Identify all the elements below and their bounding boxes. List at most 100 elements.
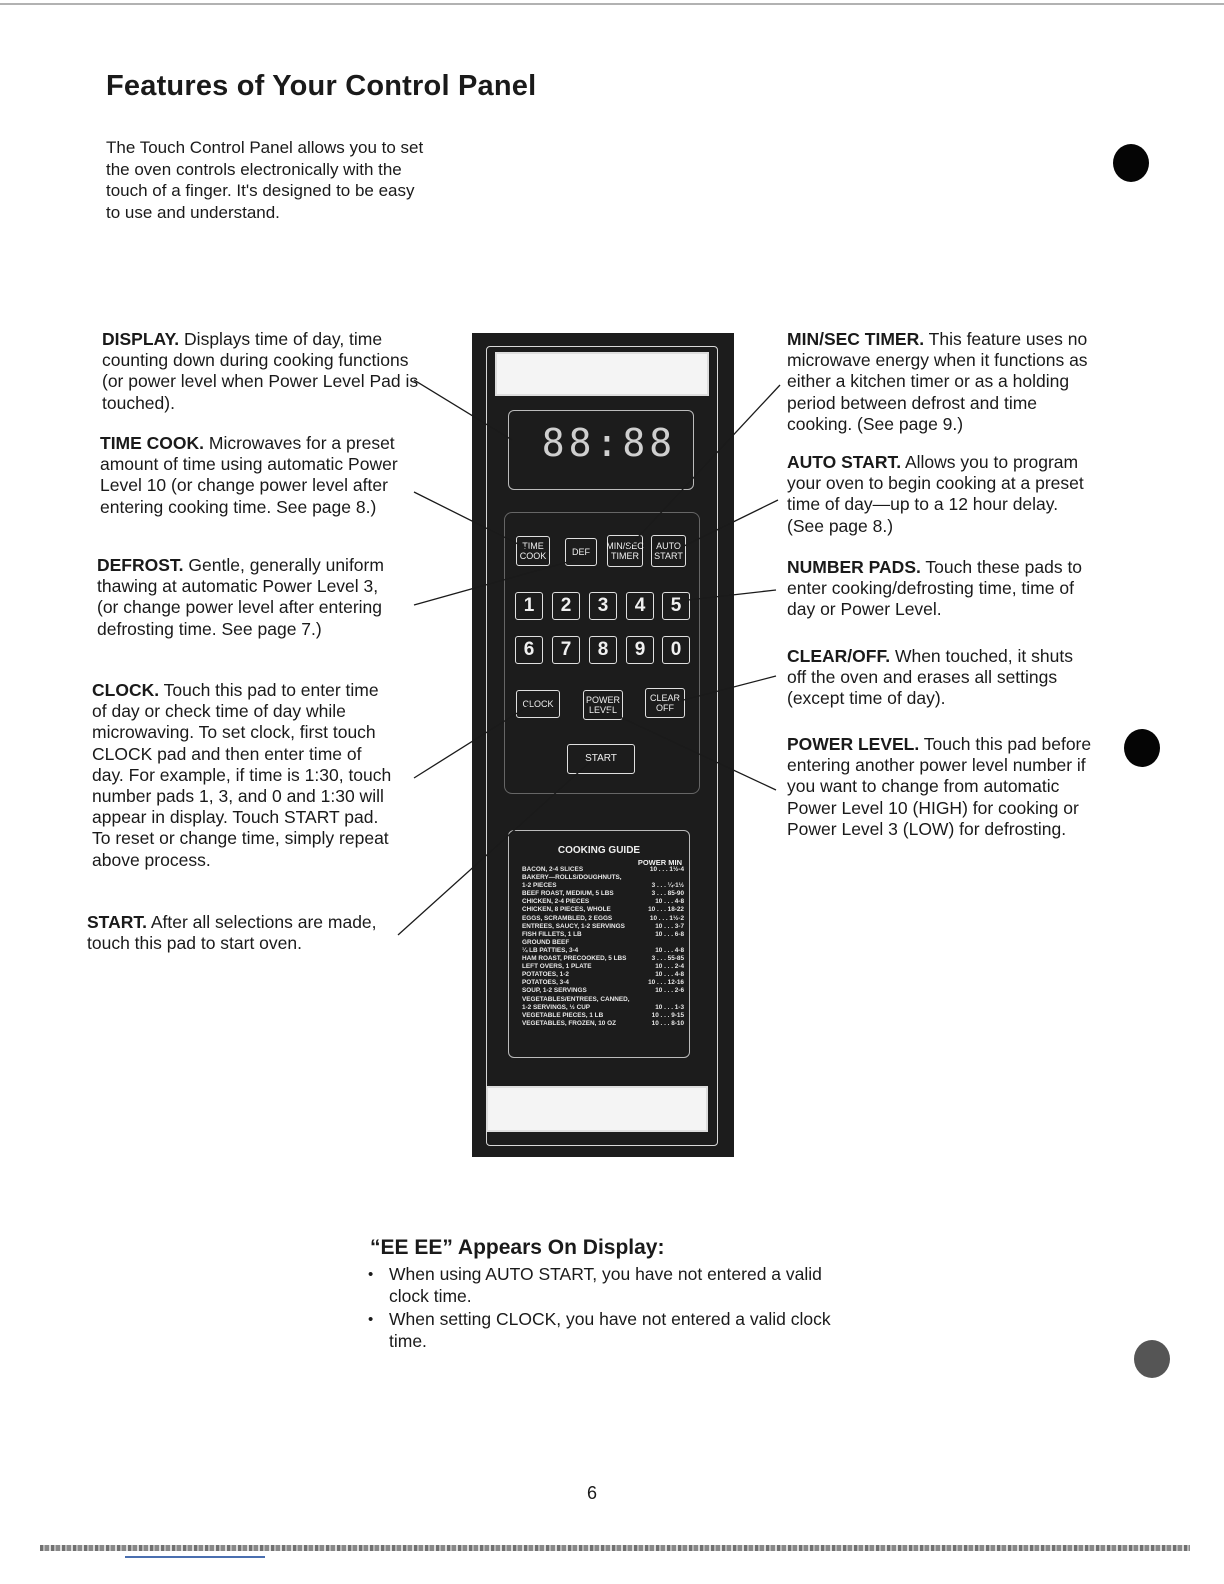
cooking-guide-row: VEGETABLES/ENTREES, CANNED, <box>522 996 684 1004</box>
cooking-guide-values: 10 . . . 2-6 <box>655 987 684 995</box>
cooking-guide-food: ENTREES, SAUCY, 1-2 SERVINGS <box>522 922 625 930</box>
callout-clear-off: CLEAR/OFF. When touched, it shuts off th… <box>787 646 1087 710</box>
callout-text: Gentle, generally uniform thawing at aut… <box>97 555 384 639</box>
cooking-guide-row: CHICKEN, 8 PIECES, WHOLE 10 . . . 18-22 <box>522 906 684 914</box>
ee-section-list: When using AUTO START, you have not ente… <box>366 1264 846 1354</box>
cooking-guide-food: CHICKEN, 2-4 PIECES <box>522 898 590 906</box>
cooking-guide-values: 10 . . . 18-22 <box>648 906 684 914</box>
ee-section-title: “EE EE” Appears On Display: <box>370 1236 665 1259</box>
cooking-guide-food: VEGETABLE PIECES, 1 LB <box>522 1011 604 1019</box>
cooking-guide-row: ENTREES, SAUCY, 1-2 SERVINGS 10 . . . 3-7 <box>522 923 684 931</box>
number-pad-3[interactable]: 3 <box>589 592 617 620</box>
number-pad-1[interactable]: 1 <box>515 592 543 620</box>
cooking-guide-values: 10 . . . 8-10 <box>651 1019 684 1027</box>
cooking-guide-values: 10 . . . 4-8 <box>655 946 684 954</box>
callout-heading: MIN/SEC TIMER. <box>787 329 925 349</box>
cooking-guide-row: GROUND BEEF <box>522 939 684 947</box>
callout-min-sec-timer: MIN/SEC TIMER. This feature uses no micr… <box>787 329 1102 435</box>
cooking-guide-values: 10 . . . 2-4 <box>655 963 684 971</box>
defrost-pad[interactable]: DEF <box>565 538 597 566</box>
cooking-guide-food: 1-2 SERVINGS, ½ CUP <box>522 1003 591 1011</box>
callout-heading: POWER LEVEL. <box>787 734 920 754</box>
punch-hole-bottom <box>1134 1340 1170 1378</box>
number-pad-9[interactable]: 9 <box>626 636 654 664</box>
bottom-accent-rule <box>125 1556 265 1558</box>
callout-heading: TIME COOK. <box>100 433 205 453</box>
callout-clock: CLOCK. Touch this pad to enter time of d… <box>92 680 398 871</box>
callout-time-cook: TIME COOK. Microwaves for a preset amoun… <box>100 433 400 518</box>
panel-bottom-window <box>486 1086 708 1132</box>
cooking-guide-food: POTATOES, 1-2 <box>522 971 569 979</box>
callout-heading: DISPLAY. <box>102 329 180 349</box>
ee-list-item: When using AUTO START, you have not ente… <box>366 1264 846 1307</box>
display-digits: 88:88 <box>541 421 677 465</box>
callout-display: DISPLAY. Displays time of day, time coun… <box>102 329 420 414</box>
cooking-guide-values: 10 . . . 9-15 <box>651 1011 684 1019</box>
number-pad-7[interactable]: 7 <box>552 636 580 664</box>
intro-paragraph: The Touch Control Panel allows you to se… <box>106 138 424 222</box>
cooking-guide-values: 10 . . . 1½-2 <box>649 914 684 922</box>
clock-pad[interactable]: CLOCK <box>516 690 560 718</box>
page-title: Features of Your Control Panel <box>106 70 537 102</box>
number-pad-4[interactable]: 4 <box>626 592 654 620</box>
bottom-scan-rule <box>40 1545 1190 1551</box>
number-pad-8[interactable]: 8 <box>589 636 617 664</box>
cooking-guide-food: BEEF ROAST, MEDIUM, 5 LBS <box>522 890 614 898</box>
cooking-guide-values: 10 . . . 4-8 <box>655 898 684 906</box>
number-pad-6[interactable]: 6 <box>515 636 543 664</box>
callout-defrost: DEFROST. Gentle, generally uniform thawi… <box>97 555 397 640</box>
min-sec-timer-pad[interactable]: MIN/SEC TIMER <box>606 535 644 567</box>
punch-hole-middle <box>1124 729 1160 767</box>
clear-off-pad[interactable]: CLEAR OFF <box>645 688 685 718</box>
cooking-guide-row: BEEF ROAST, MEDIUM, 5 LBS 3 . . . 85-90 <box>522 890 684 898</box>
cooking-guide-row: 1-2 SERVINGS, ½ CUP 10 . . . 1-3 <box>522 1004 684 1012</box>
cooking-guide-food: POTATOES, 3-4 <box>522 979 569 987</box>
start-pad[interactable]: START <box>567 744 635 774</box>
callout-text: When touched, it shuts off the oven and … <box>787 646 1073 709</box>
page-number: 6 <box>586 1483 597 1503</box>
callout-text: Microwaves for a preset amount of time u… <box>100 433 398 517</box>
cooking-guide-values: 10 . . . 1-3 <box>655 1003 684 1011</box>
power-level-pad[interactable]: POWER LEVEL <box>583 690 623 720</box>
callout-text: Touch this pad to enter time of day or c… <box>92 680 392 870</box>
panel-top-window <box>495 352 709 396</box>
cooking-guide-values: 3 . . . ¼-1½ <box>651 882 684 890</box>
cooking-guide-row: CHICKEN, 2-4 PIECES 10 . . . 4-8 <box>522 898 684 906</box>
cooking-guide-title: COOKING GUIDE <box>557 845 641 856</box>
auto-start-pad[interactable]: AUTO START <box>651 535 686 567</box>
cooking-guide-row: POTATOES, 3-4 10 . . . 12-16 <box>522 979 684 987</box>
cooking-guide-values: 10 . . . 6-8 <box>655 930 684 938</box>
cooking-guide-food: GROUND BEEF <box>522 938 570 946</box>
cooking-guide-row: LEFT OVERS, 1 PLATE 10 . . . 2-4 <box>522 963 684 971</box>
keypad-area <box>504 512 700 794</box>
callout-text: Allows you to program your oven to begin… <box>787 452 1084 536</box>
callout-heading: DEFROST. <box>97 555 184 575</box>
cooking-guide-values: 10 . . . 12-16 <box>648 979 684 987</box>
cooking-guide-row: VEGETABLE PIECES, 1 LB 10 . . . 9-15 <box>522 1012 684 1020</box>
cooking-guide-food: CHICKEN, 8 PIECES, WHOLE <box>522 906 611 914</box>
callout-heading: NUMBER PADS. <box>787 557 921 577</box>
cooking-guide-columns: POWER MIN <box>637 858 682 867</box>
callout-heading: START. <box>87 912 147 932</box>
number-pad-0[interactable]: 0 <box>662 636 690 664</box>
number-pad-2[interactable]: 2 <box>552 592 580 620</box>
number-pad-5[interactable]: 5 <box>662 592 690 620</box>
cooking-guide-food: EGGS, SCRAMBLED, 2 EGGS <box>522 914 613 922</box>
callout-heading: CLEAR/OFF. <box>787 646 891 666</box>
cooking-guide-values: 3 . . . 55-85 <box>651 955 684 963</box>
cooking-guide-values: 10 . . . 3-7 <box>655 922 684 930</box>
cooking-guide-row: EGGS, SCRAMBLED, 2 EGGS 10 . . . 1½-2 <box>522 915 684 923</box>
cooking-guide-food: LEFT OVERS, 1 PLATE <box>522 963 592 971</box>
punch-hole-top <box>1113 144 1149 182</box>
cooking-guide-values: 3 . . . 85-90 <box>651 890 684 898</box>
cooking-guide-food: BACON, 2-4 SLICES <box>522 866 584 873</box>
time-cook-pad[interactable]: TIME COOK <box>516 536 550 566</box>
callout-heading: AUTO START. <box>787 452 902 472</box>
callout-text: After all selections are made, touch thi… <box>87 912 377 954</box>
